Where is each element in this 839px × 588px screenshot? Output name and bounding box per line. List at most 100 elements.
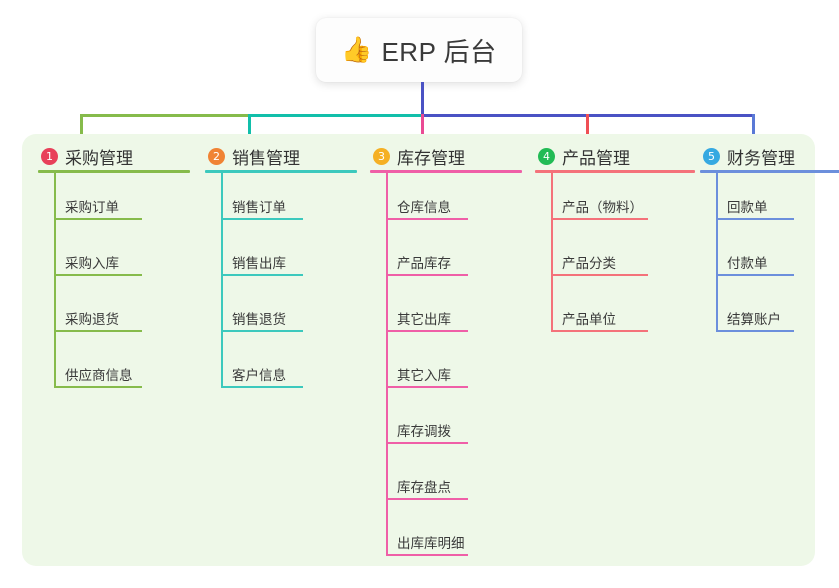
- menu-item-label: 产品分类: [562, 256, 616, 271]
- column-purchase: 1 采购管理 采购订单采购入库采购退货供应商信息: [38, 142, 190, 397]
- column-header[interactable]: 4 产品管理: [535, 142, 695, 170]
- menu-item[interactable]: 回款单: [700, 173, 839, 229]
- menu-item-rule: [386, 274, 468, 276]
- column-badge: 4: [538, 147, 555, 165]
- menu-item-rule: [386, 330, 468, 332]
- menu-item-rule: [221, 386, 303, 388]
- root-stem-connector: [421, 82, 424, 115]
- menu-item[interactable]: 供应商信息: [38, 341, 190, 397]
- column-items: 仓库信息产品库存其它出库其它入库库存调拨库存盘点出库库明细: [370, 173, 522, 565]
- menu-item[interactable]: 结算账户: [700, 285, 839, 341]
- menu-item-label: 出库库明细: [397, 536, 465, 551]
- menu-item-rule: [716, 218, 794, 220]
- column-items: 产品（物料） 产品分类产品单位: [535, 173, 695, 341]
- menu-item-label: 库存调拨: [397, 424, 451, 439]
- column-product: 4 产品管理 产品（物料） 产品分类产品单位: [535, 142, 695, 341]
- menu-item-label: 采购入库: [65, 256, 119, 271]
- menu-item[interactable]: 库存调拨: [370, 397, 522, 453]
- root-node-card[interactable]: 👍 ERP 后台: [316, 18, 522, 82]
- bus-segment-2: [249, 114, 423, 117]
- menu-item[interactable]: 库存盘点: [370, 453, 522, 509]
- menu-item[interactable]: 付款单: [700, 229, 839, 285]
- column-title: 产品管理: [562, 148, 630, 168]
- menu-item-label: 产品（物料）: [562, 200, 643, 215]
- column-rule: [700, 170, 839, 173]
- column-items: 回款单付款单结算账户: [700, 173, 839, 341]
- menu-item-rule: [551, 330, 648, 332]
- menu-item-rule: [551, 274, 648, 276]
- menu-item-rule: [54, 274, 142, 276]
- column-sales: 2 销售管理 销售订单销售出库销售退货客户信息: [205, 142, 357, 397]
- menu-item[interactable]: 销售退货: [205, 285, 357, 341]
- column-title: 库存管理: [397, 148, 465, 168]
- menu-item-label: 销售退货: [232, 312, 286, 327]
- menu-item-rule: [221, 274, 303, 276]
- column-rule: [205, 170, 357, 173]
- column-badge: 3: [373, 147, 390, 165]
- menu-item-label: 产品库存: [397, 256, 451, 271]
- menu-item-rule: [551, 218, 648, 220]
- menu-item-rule: [221, 218, 303, 220]
- column-spine: [221, 173, 223, 388]
- menu-item-label: 采购退货: [65, 312, 119, 327]
- menu-item[interactable]: 采购订单: [38, 173, 190, 229]
- menu-item-label: 仓库信息: [397, 200, 451, 215]
- menu-item-rule: [386, 498, 468, 500]
- menu-item-rule: [221, 330, 303, 332]
- column-badge: 1: [41, 147, 58, 165]
- thumbs-up-icon: 👍: [341, 35, 373, 64]
- menu-item[interactable]: 采购退货: [38, 285, 190, 341]
- menu-item-label: 回款单: [727, 200, 768, 215]
- menu-item[interactable]: 其它入库: [370, 341, 522, 397]
- menu-item-label: 其它入库: [397, 368, 451, 383]
- menu-item-rule: [386, 442, 468, 444]
- column-title: 财务管理: [727, 148, 795, 168]
- menu-item-label: 采购订单: [65, 200, 119, 215]
- menu-item-label: 销售订单: [232, 200, 286, 215]
- column-items: 销售订单销售出库销售退货客户信息: [205, 173, 357, 397]
- column-inventory: 3 库存管理 仓库信息产品库存其它出库其它入库库存调拨库存盘点出库库明细: [370, 142, 522, 565]
- menu-item[interactable]: 采购入库: [38, 229, 190, 285]
- menu-item[interactable]: 销售订单: [205, 173, 357, 229]
- menu-item[interactable]: 产品库存: [370, 229, 522, 285]
- menu-item-rule: [54, 330, 142, 332]
- column-rule: [38, 170, 190, 173]
- menu-item-rule: [54, 386, 142, 388]
- column-title: 采购管理: [65, 148, 133, 168]
- column-spine: [716, 173, 718, 332]
- menu-item-label: 其它出库: [397, 312, 451, 327]
- column-rule: [535, 170, 695, 173]
- column-header[interactable]: 1 采购管理: [38, 142, 190, 170]
- menu-item[interactable]: 仓库信息: [370, 173, 522, 229]
- menu-item-rule: [716, 330, 794, 332]
- menu-item[interactable]: 其它出库: [370, 285, 522, 341]
- menu-item-label: 库存盘点: [397, 480, 451, 495]
- menu-item[interactable]: 产品分类: [535, 229, 695, 285]
- column-spine: [386, 173, 388, 556]
- column-spine: [54, 173, 56, 388]
- menu-item-rule: [716, 274, 794, 276]
- column-header[interactable]: 5 财务管理: [700, 142, 839, 170]
- menu-item[interactable]: 产品（物料）: [535, 173, 695, 229]
- bus-segment-1: [80, 114, 250, 117]
- column-finance: 5 财务管理 回款单付款单结算账户: [700, 142, 839, 341]
- menu-item-rule: [386, 386, 468, 388]
- column-header[interactable]: 3 库存管理: [370, 142, 522, 170]
- menu-item-label: 付款单: [727, 256, 768, 271]
- menu-item[interactable]: 销售出库: [205, 229, 357, 285]
- menu-item[interactable]: 出库库明细: [370, 509, 522, 565]
- menu-item-label: 客户信息: [232, 368, 286, 383]
- column-badge: 2: [208, 147, 225, 165]
- column-header[interactable]: 2 销售管理: [205, 142, 357, 170]
- menu-item[interactable]: 客户信息: [205, 341, 357, 397]
- column-title: 销售管理: [232, 148, 300, 168]
- menu-item-rule: [54, 218, 142, 220]
- root-node-title: ERP 后台: [381, 36, 497, 67]
- menu-item-rule: [386, 218, 468, 220]
- column-spine: [551, 173, 553, 332]
- menu-item-label: 销售出库: [232, 256, 286, 271]
- menu-item-label: 结算账户: [727, 312, 781, 327]
- menu-item-label: 供应商信息: [65, 368, 133, 383]
- menu-item[interactable]: 产品单位: [535, 285, 695, 341]
